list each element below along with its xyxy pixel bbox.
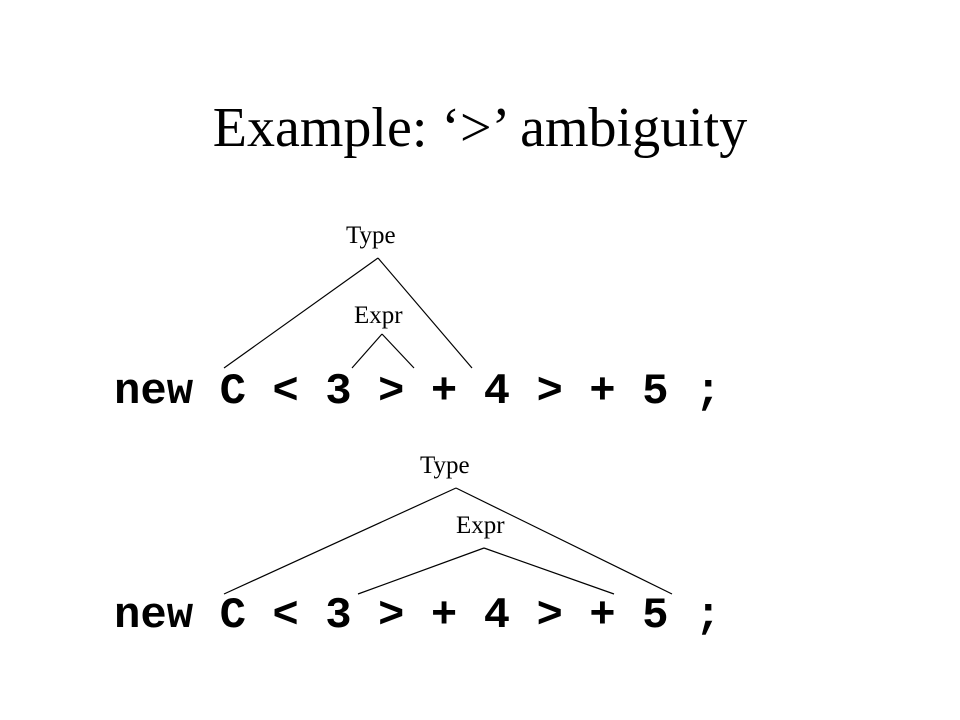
parse2-expr-edge-right	[483, 547, 615, 595]
parse2-code-line: new C < 3 > + 4 > + 5 ;	[114, 591, 722, 641]
slide-title: Example: ‘>’ ambiguity	[212, 97, 748, 159]
parse1-type-label: Type	[346, 222, 396, 249]
parse1-expr-label: Expr	[354, 302, 403, 329]
parse2-expr-edge-left	[357, 547, 485, 595]
parse2-expr-label: Expr	[456, 512, 505, 539]
parse2-type-label: Type	[420, 452, 470, 479]
parse1-type-edge-right	[377, 257, 473, 369]
parse1-code-line: new C < 3 > + 4 > + 5 ;	[114, 367, 722, 417]
parse1-type-edge-left	[223, 257, 379, 369]
parse1-expr-edge-right	[381, 333, 415, 369]
parse1-expr-edge-left	[351, 333, 383, 369]
parse2-type-edge-right	[455, 487, 673, 595]
parse2-type-edge-left	[223, 487, 457, 595]
